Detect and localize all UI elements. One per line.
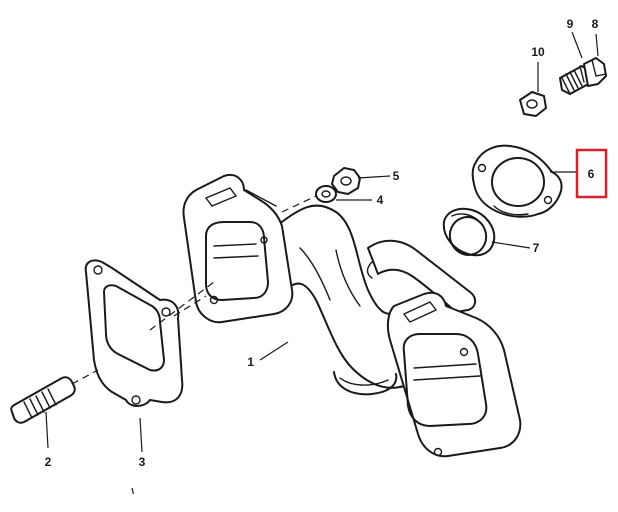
callout-6: 6	[588, 167, 595, 181]
callout-5: 5	[393, 169, 400, 183]
callout-6-highlight-box	[575, 148, 608, 199]
callout-10: 10	[531, 45, 545, 59]
callout-1: 1	[247, 355, 254, 369]
manifold-gasket	[84, 259, 184, 407]
seal-ring	[442, 207, 496, 257]
callout-labels: 1 2 3 4 5 6 7 8 9 10	[45, 17, 599, 469]
hex-bolt	[559, 57, 607, 95]
callout-8: 8	[592, 17, 599, 31]
callout-7: 7	[533, 241, 540, 255]
callout-2: 2	[45, 455, 52, 469]
callout-3: 3	[139, 455, 146, 469]
flange-adapter	[471, 144, 563, 218]
callout-9: 9	[567, 17, 574, 31]
nut-small	[519, 91, 547, 117]
leader-lines	[45, 31, 599, 453]
callout-4: 4	[377, 193, 384, 207]
washer	[315, 185, 337, 203]
exhaust-manifold	[182, 174, 522, 458]
nut-top	[331, 167, 361, 195]
alignment-lines	[71, 195, 317, 497]
stud-bolt	[10, 376, 76, 424]
